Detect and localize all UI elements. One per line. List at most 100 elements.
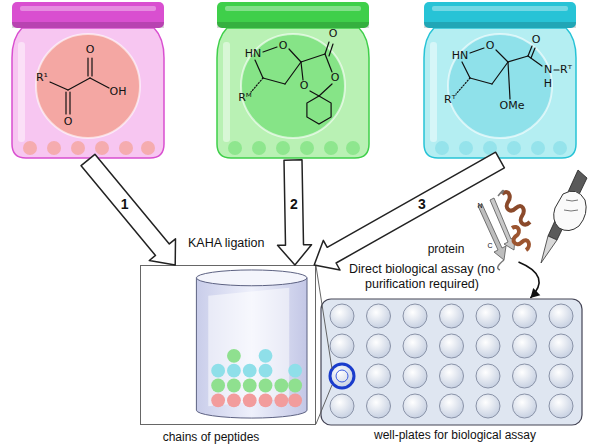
atom-label: HN bbox=[452, 50, 469, 62]
leader-line bbox=[316, 266, 332, 369]
jar-highlight bbox=[223, 42, 230, 142]
jar-bead bbox=[47, 141, 61, 155]
chem-bond bbox=[319, 84, 332, 96]
well bbox=[367, 394, 391, 418]
jar-lid-rim bbox=[12, 22, 164, 28]
well bbox=[513, 304, 537, 328]
jar-bead bbox=[23, 141, 37, 155]
beta-strand bbox=[490, 198, 515, 250]
arrow-curve bbox=[519, 262, 540, 298]
node-shape bbox=[213, 2, 373, 160]
jar-bead bbox=[324, 141, 338, 155]
well bbox=[549, 394, 573, 418]
peptide-bead bbox=[274, 379, 288, 393]
alpha-helix bbox=[502, 192, 530, 225]
jar-bead bbox=[71, 141, 85, 155]
atom-label: O bbox=[532, 34, 541, 46]
reagent-jar: HNOOOORᴹ bbox=[213, 2, 373, 160]
jar-bead bbox=[435, 141, 449, 155]
chem-bond bbox=[301, 54, 325, 62]
node-caption: protein bbox=[428, 243, 465, 256]
peptide-bead bbox=[259, 379, 273, 393]
selected-well-inner bbox=[336, 370, 348, 382]
node-shape bbox=[8, 2, 168, 160]
hand bbox=[554, 191, 586, 230]
well bbox=[440, 364, 464, 388]
reagent-circle bbox=[448, 34, 552, 138]
peptide-bead bbox=[259, 393, 273, 407]
well bbox=[476, 364, 500, 388]
chem-bond bbox=[329, 44, 333, 56]
chem-bond bbox=[263, 47, 277, 52]
chem-bond bbox=[496, 50, 508, 62]
cylinder-top bbox=[196, 270, 307, 286]
chem-bond bbox=[87, 58, 88, 76]
arrow-head bbox=[530, 288, 540, 298]
chem-bond bbox=[69, 92, 70, 114]
jar-bead bbox=[141, 141, 155, 155]
peptide-bead bbox=[259, 364, 273, 378]
jar-body bbox=[217, 28, 369, 158]
atom-label: OMe bbox=[500, 100, 525, 112]
atom-label: O bbox=[331, 72, 340, 84]
well bbox=[403, 334, 427, 358]
block-arrow bbox=[81, 154, 175, 265]
step-number: 1 bbox=[121, 196, 129, 212]
chem-bond bbox=[492, 62, 508, 84]
reagent-jar: R¹OOOH bbox=[8, 2, 168, 160]
node-shape bbox=[141, 266, 315, 424]
plate-body bbox=[321, 299, 582, 425]
beta-strand bbox=[478, 204, 506, 260]
well bbox=[403, 364, 427, 388]
note-label: Direct biological assay (no purification… bbox=[342, 262, 502, 292]
well bbox=[440, 394, 464, 418]
jar-bead bbox=[228, 141, 242, 155]
well bbox=[549, 304, 573, 328]
peptide-cylinder-box: chains of peptides bbox=[140, 265, 316, 425]
cyclohexane-ring bbox=[307, 96, 331, 124]
peptide-bead bbox=[288, 379, 302, 393]
jar-bead bbox=[459, 141, 473, 155]
protein-illustration: protein bbox=[472, 186, 534, 262]
terminus-label: N bbox=[477, 202, 482, 210]
chem-bond bbox=[289, 49, 301, 62]
pipette-tip bbox=[541, 236, 557, 263]
peptide-bead bbox=[274, 393, 288, 407]
atom-label: Rᵀ bbox=[560, 64, 572, 76]
chem-bond bbox=[301, 62, 303, 80]
well bbox=[513, 334, 537, 358]
chem-bond bbox=[68, 78, 90, 90]
well bbox=[513, 394, 537, 418]
block-arrow bbox=[278, 160, 312, 265]
peptide-bead bbox=[227, 393, 241, 407]
jar-bead bbox=[531, 141, 545, 155]
chem-bond bbox=[528, 46, 532, 56]
step-number: 3 bbox=[418, 196, 426, 212]
atom-label: O bbox=[486, 40, 495, 52]
chem-bond bbox=[310, 91, 319, 96]
pipette-body bbox=[548, 170, 587, 240]
chem-bond bbox=[470, 48, 484, 53]
reagent-circle bbox=[36, 34, 140, 138]
hashed-bond bbox=[456, 78, 470, 94]
atom-label: H bbox=[544, 78, 552, 90]
peptide-bead bbox=[227, 349, 241, 363]
peptide-bead bbox=[288, 393, 302, 407]
cylinder-body bbox=[196, 278, 307, 418]
atom-label: O bbox=[329, 28, 338, 40]
peptide-bead bbox=[211, 364, 225, 378]
jar-body bbox=[12, 28, 164, 158]
hashed-bond bbox=[251, 78, 263, 92]
jar-lid-shine bbox=[225, 6, 361, 11]
node-caption: well-plates for biological assay bbox=[374, 429, 536, 442]
well bbox=[367, 334, 391, 358]
chem-bond bbox=[325, 54, 332, 72]
node-shape bbox=[420, 2, 580, 160]
atom-label: HN bbox=[245, 48, 262, 60]
jar-bead bbox=[119, 141, 133, 155]
well bbox=[367, 364, 391, 388]
peptide-bead bbox=[243, 364, 257, 378]
